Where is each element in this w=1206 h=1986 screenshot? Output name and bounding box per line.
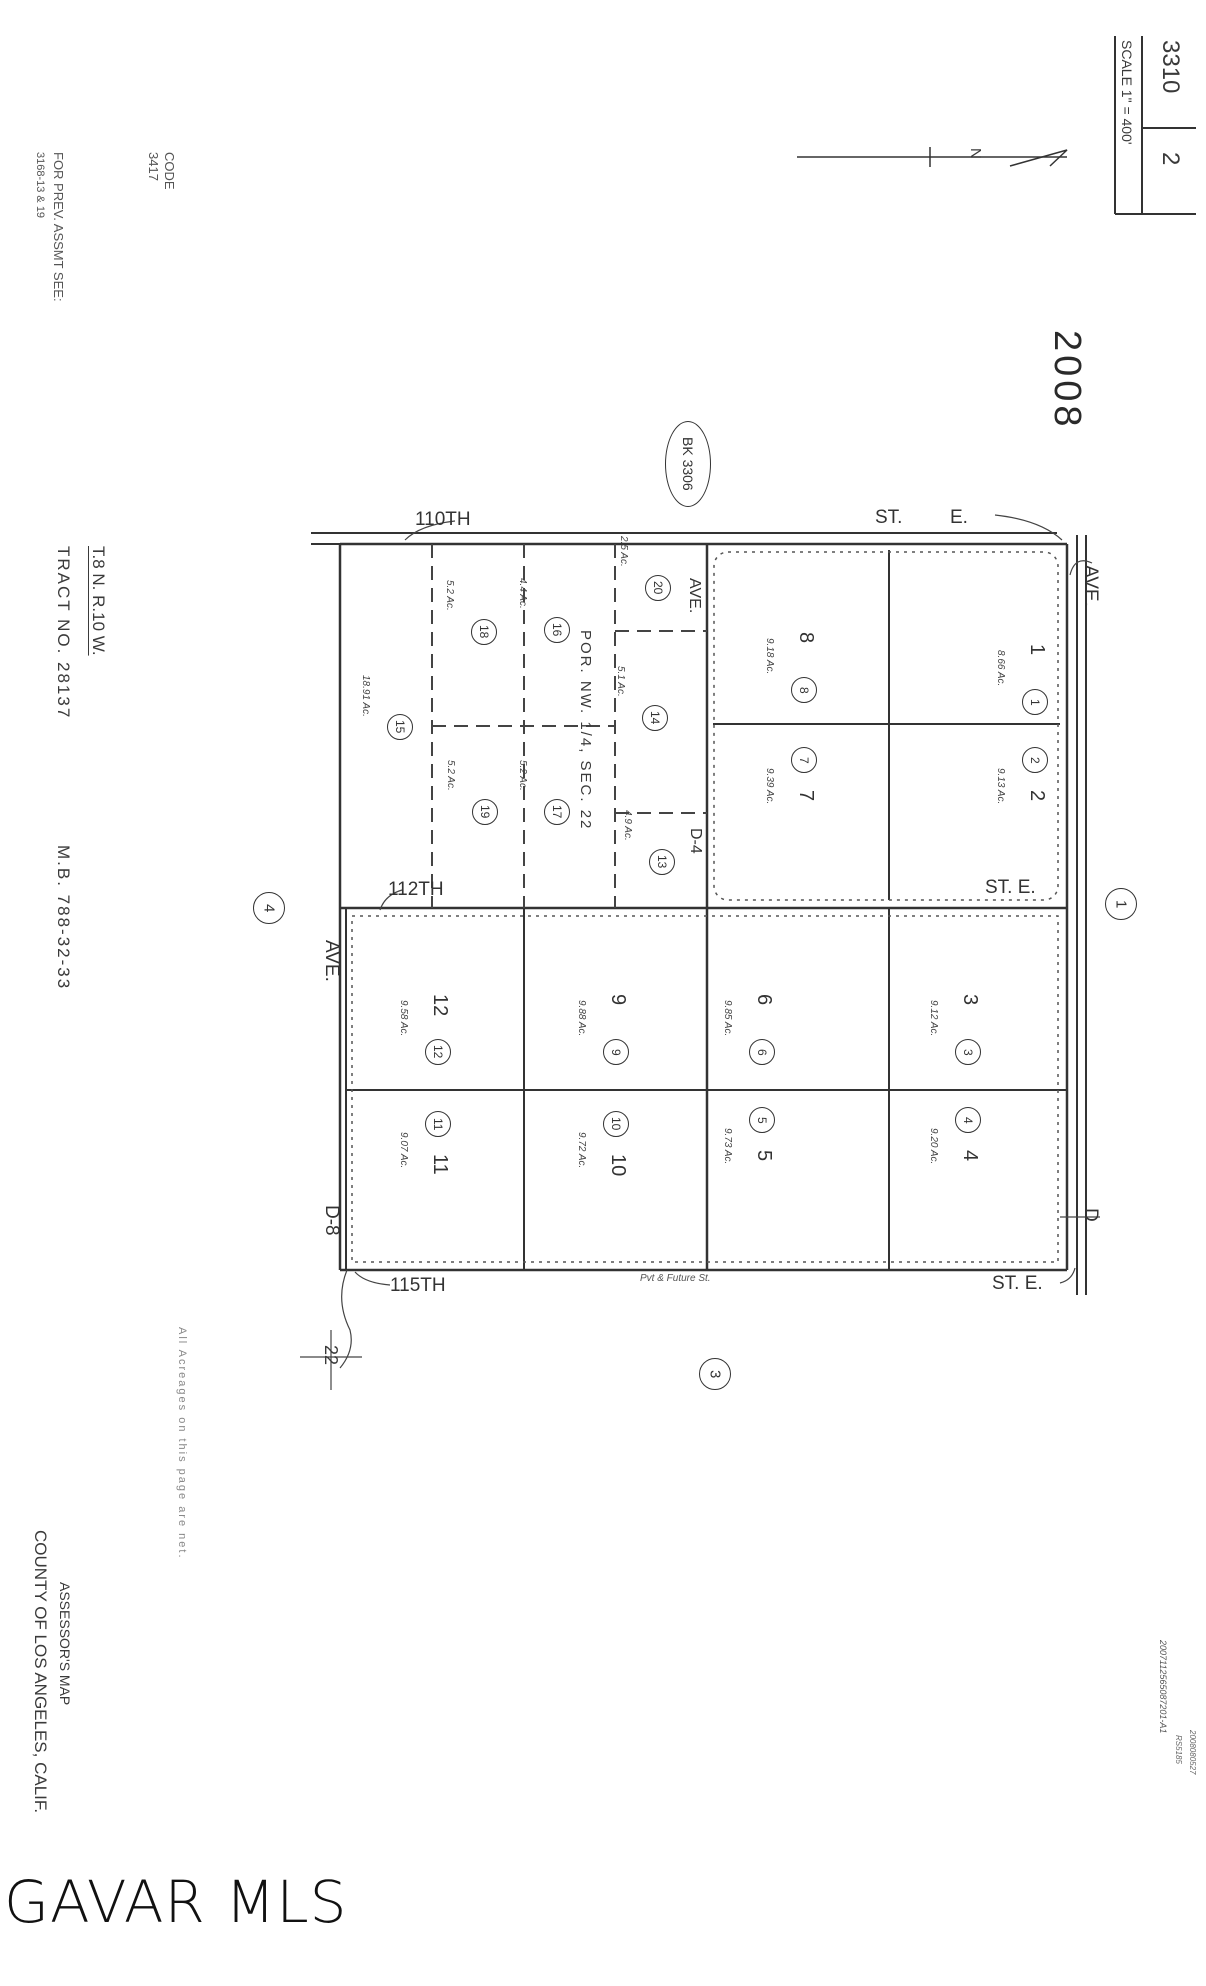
map-year: 2008 <box>1046 330 1088 431</box>
north-label: N <box>967 148 984 159</box>
adjacent-page-number: 4 <box>260 903 278 913</box>
parcel-circle: 7 <box>791 747 817 773</box>
adjacent-page-3: 3 <box>699 1358 731 1390</box>
section-corner-number: 22 <box>321 1345 341 1366</box>
parcel-circle: 20 <box>645 575 671 601</box>
parcel-number: 2 <box>1026 790 1048 802</box>
adjacent-page-number: 3 <box>706 1369 724 1379</box>
parcel-circle: 2 <box>1022 747 1048 773</box>
county-title: COUNTY OF LOS ANGELES, CALIF. <box>31 1530 50 1814</box>
street-112th-st: ST. E. <box>985 877 1036 898</box>
parcel-number: 6 <box>753 994 775 1006</box>
prev-assessment-label: FOR PREV. ASSMT SEE: <box>51 152 66 302</box>
street-112th: 112TH <box>388 879 444 900</box>
parcel-number: 12 <box>429 994 451 1017</box>
parcel-circle: 15 <box>387 714 413 740</box>
parcel-acreage: 9.88 Ac. <box>576 1000 587 1037</box>
book-reference: BK 3306 <box>680 437 696 491</box>
parcel-acreage: 9.18 Ac. <box>764 638 775 675</box>
private-future-street: Pvt & Future St. <box>640 1273 711 1284</box>
street-115th: 115TH <box>390 1275 446 1296</box>
parcel-number: 3 <box>959 994 981 1006</box>
map-scale: SCALE 1" = 400' <box>1119 40 1135 145</box>
parcel-circle: 10 <box>603 1111 629 1137</box>
parcel-acreage: 4.9 Ac. <box>622 810 633 841</box>
adjacent-page-4: 4 <box>253 892 285 924</box>
map-page-number: 2 <box>1157 152 1184 166</box>
parcel-number: 9 <box>607 994 629 1006</box>
parcel-acreage: 5.2 Ac. <box>517 760 528 791</box>
parcel-acreage: 4.4 Ac. <box>517 578 528 609</box>
book-reference-circle: BK 3306 <box>665 421 711 507</box>
parcel-number: 5 <box>753 1150 775 1162</box>
parcel-acreage: 9.73 Ac. <box>722 1128 733 1165</box>
parcel-number: 4 <box>959 1150 981 1162</box>
parcel-acreage: 9.72 Ac. <box>576 1132 587 1169</box>
section-note: POR. NW. 1/4, SEC. 22 <box>577 630 594 831</box>
avenue-mid-label: AVE. <box>686 578 703 614</box>
parcel-circle: 4 <box>955 1107 981 1133</box>
parcel-number: 8 <box>795 632 817 644</box>
parcel-circle: 18 <box>471 619 497 645</box>
parcel-circle: 16 <box>544 617 570 643</box>
parcel-circle: 9 <box>603 1039 629 1065</box>
street-115th-st: ST. E. <box>992 1273 1043 1294</box>
recording-stamp-3: 2008080527 <box>1188 1730 1197 1775</box>
parcel-acreage: 9.13 Ac. <box>995 768 1006 805</box>
parcel-acreage: 5.2 Ac. <box>444 580 455 611</box>
map-book-number: 3310 <box>1157 40 1184 94</box>
avenue-left-label: AVE. <box>321 940 342 982</box>
parcel-circle: 3 <box>955 1039 981 1065</box>
street-110th-st: ST. <box>875 507 903 528</box>
parcel-circle: 11 <box>425 1111 451 1137</box>
parcel-circle: 1 <box>1022 689 1048 715</box>
acreage-note: All Acreages on this page are net. <box>176 1327 188 1560</box>
parcel-acreage: 9.58 Ac. <box>398 1000 409 1037</box>
prev-assessment-ref: 3168-13 & 19 <box>34 152 46 219</box>
parcel-acreage: 9.85 Ac. <box>722 1000 733 1037</box>
parcel-acreage: 9.39 Ac. <box>764 768 775 805</box>
parcel-circle: 12 <box>425 1039 451 1065</box>
parcel-acreage: 5.1 Ac. <box>615 666 626 697</box>
recording-stamp-1: 2007112565087201-A1 <box>1158 1640 1168 1734</box>
avenue-d-right-label: AVE. <box>1080 565 1101 607</box>
parcel-acreage: 9.07 Ac. <box>398 1132 409 1169</box>
parcel-circle: 6 <box>749 1039 775 1065</box>
map-book-reference: M.B. 788-32-33 <box>54 845 73 991</box>
avenue-d-label: D <box>1080 1208 1101 1222</box>
parcel-number: 10 <box>607 1154 629 1177</box>
mls-watermark: GAVAR MLS <box>4 1868 348 1936</box>
parcel-acreage: 2.5 Ac. <box>618 536 629 567</box>
parcel-number: 7 <box>795 790 817 802</box>
adjacent-page-1: 1 <box>1105 888 1137 920</box>
parcel-number: 11 <box>429 1154 451 1175</box>
parcel-circle: 5 <box>749 1107 775 1133</box>
street-110th-e: E. <box>950 507 968 528</box>
parcel-circle: 13 <box>649 849 675 875</box>
street-110th: 110TH <box>415 509 471 530</box>
parcel-acreage: 8.66 Ac. <box>995 650 1006 687</box>
d4-label: D-4 <box>687 828 704 854</box>
recording-stamp-2: RS5185 <box>1174 1735 1183 1764</box>
parcel-acreage: 5.2 Ac. <box>445 760 456 791</box>
parcel-circle: 14 <box>642 705 668 731</box>
assessor-map-title: ASSESSOR'S MAP <box>57 1582 73 1706</box>
parcel-acreage: 9.12 Ac. <box>928 1000 939 1037</box>
township-range: T.8 N. R.10 W. <box>89 546 108 656</box>
d8-label: D-8 <box>321 1205 342 1236</box>
adjacent-page-number: 1 <box>1112 899 1130 909</box>
parcel-acreage: 9.20 Ac. <box>928 1128 939 1165</box>
parcel-circle: 17 <box>544 799 570 825</box>
parcel-circle: 19 <box>472 799 498 825</box>
parcel-number: 1 <box>1026 644 1048 656</box>
code-value: 3417 <box>146 152 161 181</box>
parcel-circle: 8 <box>791 677 817 703</box>
tract-number: TRACT NO. 28137 <box>54 546 73 720</box>
code-label: CODE <box>162 152 177 190</box>
parcel-acreage: 18.91 Ac. <box>360 675 371 717</box>
